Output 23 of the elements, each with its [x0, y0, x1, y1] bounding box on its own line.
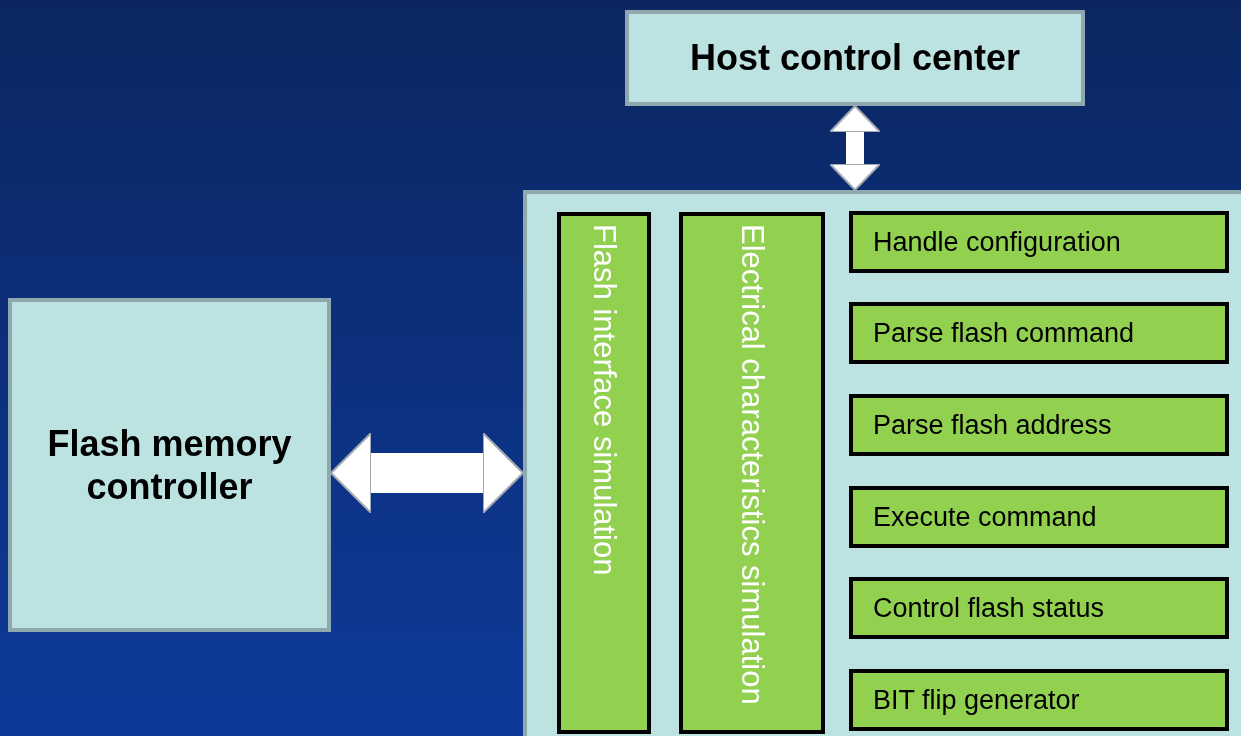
- process-box: [849, 211, 1229, 273]
- process-box: [557, 212, 651, 734]
- process-box: [849, 302, 1229, 364]
- box-label: Electrical characteristics simulation: [734, 224, 770, 705]
- process-box: [625, 10, 1085, 106]
- container-box: [523, 190, 1241, 736]
- box-label: Flash memory controller: [46, 421, 293, 509]
- process-box: [849, 669, 1229, 731]
- process-box: [849, 577, 1229, 639]
- process-box: [8, 298, 331, 632]
- box-label: Flash interface simulation: [586, 224, 622, 576]
- box-label: Parse flash address: [873, 409, 1112, 441]
- process-box: [849, 394, 1229, 456]
- box-label: BIT flip generator: [873, 684, 1080, 716]
- double-arrow: [330, 432, 524, 514]
- process-box: [679, 212, 825, 734]
- box-label: Host control center: [689, 36, 1020, 80]
- box-label: Execute command: [873, 501, 1097, 533]
- double-arrow: [829, 105, 881, 191]
- box-label: Handle configuration: [873, 226, 1121, 258]
- process-box: [849, 486, 1229, 548]
- box-label: Control flash status: [873, 592, 1105, 624]
- box-label: Parse flash command: [873, 317, 1135, 349]
